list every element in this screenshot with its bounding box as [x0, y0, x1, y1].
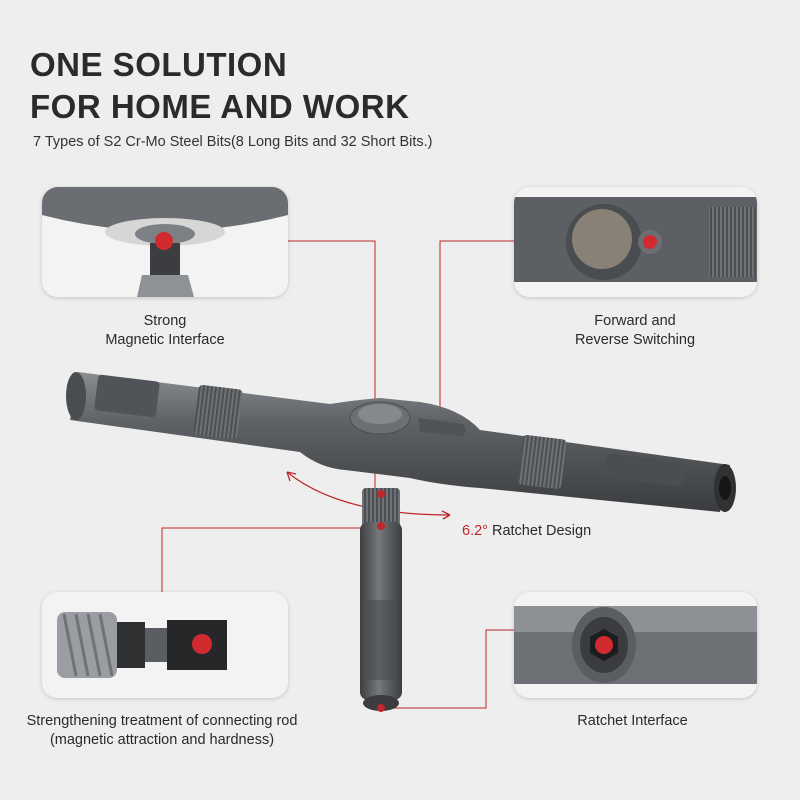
callout-rod-label: Strengthening treatment of connecting ro… — [26, 713, 298, 748]
subtitle: 7 Types of S2 Cr-Mo Steel Bits(8 Long Bi… — [33, 134, 433, 150]
callout-interface-label: Ratchet Interface — [577, 713, 688, 729]
interface-closeup-graphic — [514, 592, 757, 698]
leader-interface — [392, 629, 515, 709]
switching-closeup-graphic — [514, 187, 757, 297]
callout-switching-image — [514, 187, 757, 297]
handle-shaft — [360, 488, 402, 712]
callout-magnetic-label: Strong Magnetic Interface — [105, 313, 225, 348]
headline: ONE SOLUTION FOR HOME AND WORK — [30, 44, 409, 128]
ratchet-text: Ratchet Design — [487, 523, 592, 539]
callout-interface-image — [514, 592, 757, 698]
ratchet-design-label: 6.2° Ratchet Design — [462, 523, 591, 539]
callout-magnetic-image — [42, 187, 288, 297]
rod-closeup-graphic — [42, 592, 288, 698]
t-bar — [66, 372, 736, 512]
headline-line-1: ONE SOLUTION — [30, 46, 288, 83]
ratchet-degree: 6.2° — [462, 523, 488, 539]
headline-line-2: FOR HOME AND WORK — [30, 88, 410, 125]
rotation-arrow — [286, 471, 451, 520]
callout-switching-label: Forward and Reverse Switching — [574, 313, 696, 348]
magnetic-closeup-graphic — [42, 187, 288, 297]
callout-rod-image — [42, 592, 288, 698]
